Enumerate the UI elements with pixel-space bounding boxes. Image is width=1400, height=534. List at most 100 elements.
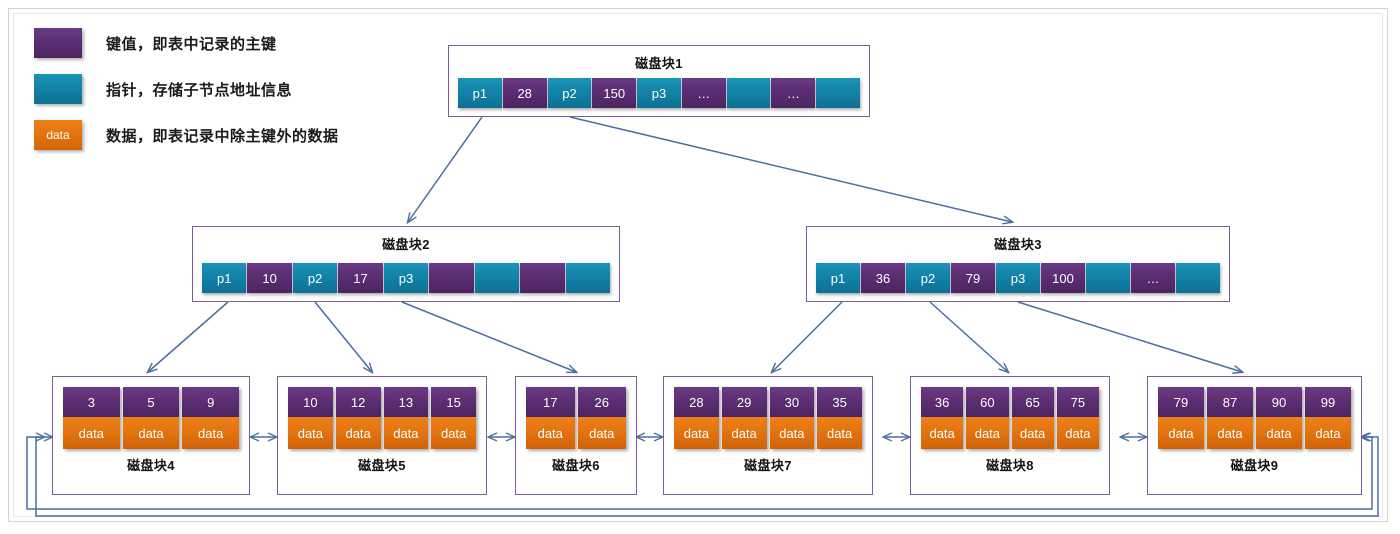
record-key: 29 [721,387,767,417]
cell-pointer[interactable]: p2 [292,263,338,293]
record-cell[interactable]: 35 data [817,387,862,449]
cell-key[interactable]: 17 [338,263,383,293]
cell-pointer[interactable]: p3 [996,263,1040,293]
key-swatch-icon [34,28,82,58]
node-title: 磁盘块7 [744,458,792,473]
cell-pointer[interactable] [816,78,861,108]
record-cell[interactable]: 10 data [288,387,333,449]
cell-pointer[interactable]: p2 [906,263,950,293]
record-cell[interactable]: 87 data [1207,387,1253,449]
record-key: 9 [182,387,240,417]
record-cell[interactable]: 17 data [526,387,575,449]
cell-key[interactable]: 36 [861,263,905,293]
record-cell[interactable]: 5 data [122,387,180,449]
cell-pointer[interactable] [565,263,610,293]
record-data: data [182,417,240,449]
record-cell[interactable]: 90 data [1256,387,1302,449]
record-cell[interactable]: 99 data [1305,387,1351,449]
record-key: 35 [817,387,862,417]
cell-key[interactable]: 28 [502,78,547,108]
record-key: 65 [1011,387,1054,417]
record-data: data [383,417,429,449]
record-cell[interactable]: 12 data [335,387,381,449]
cell-pointer[interactable]: p3 [383,263,429,293]
record-data: data [817,417,862,449]
cell-key[interactable]: … [681,78,726,108]
record-cell[interactable]: 3 data [63,387,120,449]
record-cell[interactable]: 65 data [1011,387,1054,449]
record-key: 17 [526,387,575,417]
record-key: 90 [1256,387,1302,417]
node-title: 磁盘块8 [986,458,1034,473]
cell-key[interactable]: 100 [1041,263,1085,293]
record-cell[interactable]: 75 data [1056,387,1099,449]
cell-key[interactable]: 10 [247,263,292,293]
record-data: data [721,417,767,449]
legend-label-key: 键值，即表中记录的主键 [106,35,277,53]
record-cell[interactable]: 13 data [383,387,429,449]
record-data: data [431,417,476,449]
record-cell[interactable]: 26 data [577,387,626,449]
cell-strip: p1 36 p2 79 p3 100 … [816,263,1220,293]
record-data: data [1011,417,1054,449]
cell-strip: 3 data 5 data 9 data [63,387,240,449]
pointer-swatch-icon [34,74,82,104]
record-key: 36 [921,387,964,417]
internal-node-2: 磁盘块2 p1 10 p2 17 p3 [192,226,620,302]
node-title: 磁盘块9 [1230,458,1279,473]
cell-key[interactable] [429,263,474,293]
leaf-node-7: 28 data 29 data 30 data 35 data 磁盘块7 [663,376,873,495]
cell-pointer[interactable] [1176,263,1220,293]
legend-label-data: 数据，即表记录中除主键外的数据 [106,127,339,145]
cell-pointer[interactable] [474,263,520,293]
record-data: data [122,417,180,449]
cell-pointer[interactable] [1086,263,1130,293]
internal-node-3: 磁盘块3 p1 36 p2 79 p3 100 … [806,226,1230,302]
record-key: 12 [335,387,381,417]
record-cell[interactable]: 29 data [721,387,767,449]
record-key: 30 [769,387,815,417]
legend: 键值，即表中记录的主键 指针，存储子节点地址信息 data 数据，即表记录中除主… [34,24,454,162]
node-title: 磁盘块2 [382,237,430,252]
record-data: data [966,417,1009,449]
record-data: data [769,417,815,449]
leaf-node-8: 36 data 60 data 65 data 75 data 磁盘块8 [910,376,1110,495]
node-title: 磁盘块3 [994,237,1042,252]
cell-strip: 28 data 29 data 30 data 35 data [674,387,862,449]
cell-key[interactable] [520,263,565,293]
record-cell[interactable]: 36 data [921,387,964,449]
cell-pointer[interactable] [726,78,771,108]
record-key: 99 [1305,387,1351,417]
record-cell[interactable]: 30 data [769,387,815,449]
cell-key[interactable]: … [771,78,816,108]
cell-strip: 10 data 12 data 13 data 15 data [288,387,476,449]
record-key: 79 [1158,387,1204,417]
node-title: 磁盘块4 [127,458,175,473]
cell-strip: 79 data 87 data 90 data 99 data [1158,387,1351,449]
leaf-node-5: 10 data 12 data 13 data 15 data 磁盘块5 [277,376,487,495]
record-cell[interactable]: 60 data [966,387,1009,449]
cell-key[interactable]: … [1131,263,1175,293]
record-data: data [577,417,626,449]
record-cell[interactable]: 79 data [1158,387,1204,449]
record-key: 87 [1207,387,1253,417]
cell-strip: p1 10 p2 17 p3 [202,263,610,293]
cell-pointer[interactable]: p1 [816,263,860,293]
cell-pointer[interactable]: p1 [458,78,502,108]
record-key: 60 [966,387,1009,417]
record-data: data [674,417,719,449]
node-title: 磁盘块5 [358,458,406,473]
leaf-node-4: 3 data 5 data 9 data 磁盘块4 [52,376,250,495]
leaf-node-9: 79 data 87 data 90 data 99 data 磁盘块9 [1147,376,1362,495]
cell-strip: p1 28 p2 150 p3 … … [458,78,861,108]
record-data: data [1056,417,1099,449]
record-cell[interactable]: 28 data [674,387,719,449]
record-cell[interactable]: 15 data [431,387,476,449]
cell-pointer[interactable]: p3 [637,78,681,108]
cell-pointer[interactable]: p1 [202,263,247,293]
cell-key[interactable]: 150 [592,78,637,108]
cell-pointer[interactable]: p2 [547,78,592,108]
cell-key[interactable]: 79 [951,263,995,293]
record-cell[interactable]: 9 data [182,387,240,449]
